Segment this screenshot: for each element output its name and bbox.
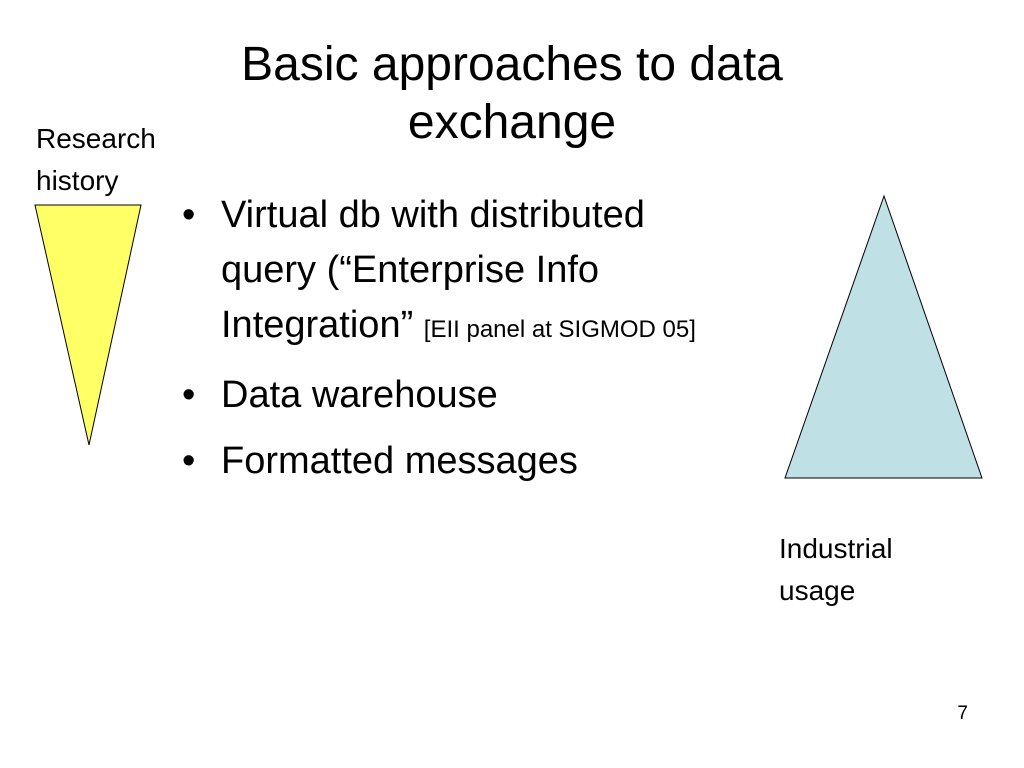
bullet-marker: • <box>182 374 196 416</box>
bullet-marker: • <box>182 440 196 482</box>
bullet-list: • Virtual db with distributed query (“En… <box>182 188 802 500</box>
bullet-2-text: Data warehouse <box>221 374 498 416</box>
bullet-virtual-db: • Virtual db with distributed query (“En… <box>182 188 802 357</box>
industrial-usage-label: Industrial usage <box>779 528 893 612</box>
eii-panel-note: [EII panel at SIGMOD 05] <box>423 316 696 343</box>
title-line-2: exchange <box>407 96 617 149</box>
research-history-triangle <box>34 204 142 446</box>
bullet-formatted-messages: • Formatted messages <box>182 434 802 489</box>
slide-title: Basic approaches to data exchange <box>150 36 874 152</box>
industrial-usage-triangle <box>784 194 983 479</box>
bullet-1-line-1: Virtual db with distributed <box>221 194 645 236</box>
bullet-1-line-2: query (“Enterprise Info <box>221 249 600 291</box>
research-label-line-2: history <box>36 165 119 196</box>
bullet-3-text: Formatted messages <box>221 440 578 482</box>
page-number: 7 <box>957 703 968 724</box>
industrial-label-line-1: Industrial <box>779 533 893 564</box>
industrial-label-line-2: usage <box>779 575 856 606</box>
research-history-label: Research history <box>36 118 156 202</box>
bullet-1-line-3: Integration” <box>221 304 414 346</box>
bullet-marker: • <box>182 194 196 236</box>
title-line-1: Basic approaches to data <box>241 38 783 91</box>
bullet-data-warehouse: • Data warehouse <box>182 368 802 423</box>
research-label-line-1: Research <box>36 123 156 154</box>
